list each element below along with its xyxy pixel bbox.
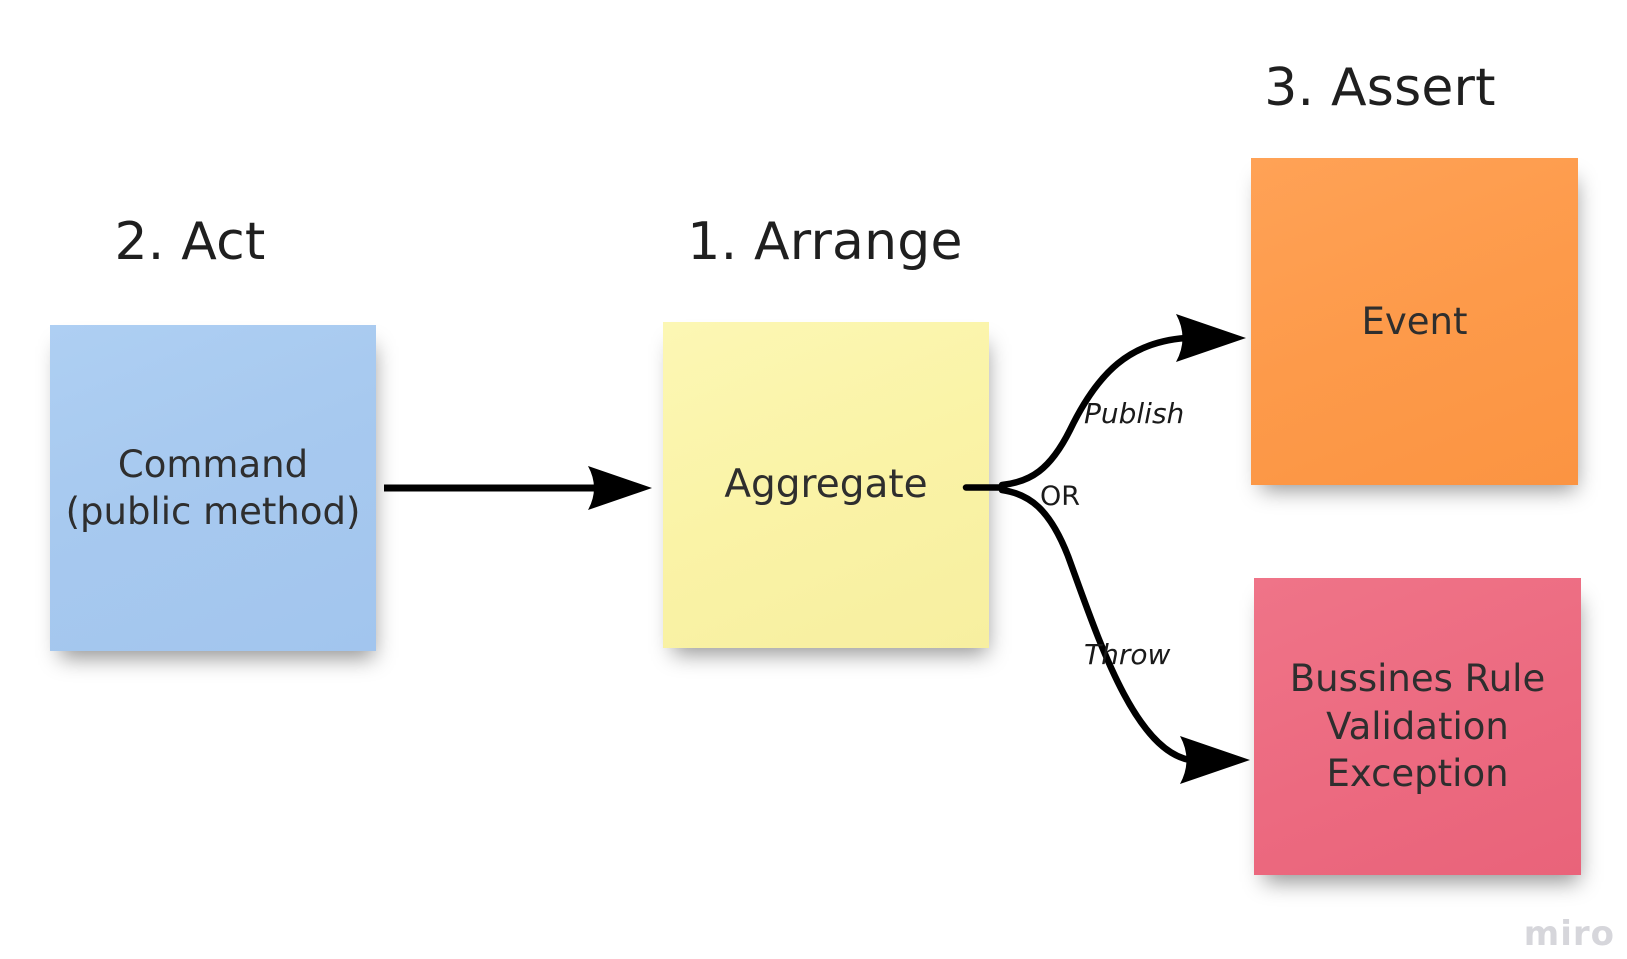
arrow-command-to-aggregate (384, 466, 652, 510)
sticky-note-command-label: Command (public method) (65, 442, 361, 533)
miro-watermark: miro (1523, 914, 1615, 954)
edge-label-throw: Throw (1084, 638, 1171, 671)
sticky-note-event[interactable]: Event (1251, 158, 1578, 485)
heading-act: 2. Act (114, 212, 266, 272)
arrow-aggregate-to-exception (998, 486, 1250, 784)
sticky-note-command[interactable]: Command (public method) (50, 325, 376, 651)
edge-label-publish: Publish (1084, 397, 1185, 430)
heading-assert: 3. Assert (1264, 58, 1496, 118)
heading-arrange: 1. Arrange (687, 212, 963, 272)
sticky-note-aggregate-label: Aggregate (724, 462, 928, 508)
sticky-note-event-label: Event (1361, 299, 1468, 343)
arrow-head-command-to-aggregate (588, 466, 652, 510)
arrow-head-throw (1180, 736, 1250, 784)
sticky-note-exception[interactable]: Bussines Rule Validation Exception (1254, 578, 1581, 875)
arrow-shaft-throw (998, 486, 1194, 764)
sticky-note-aggregate[interactable]: Aggregate (663, 322, 989, 648)
arrow-head-publish (1176, 314, 1246, 362)
sticky-note-exception-label: Bussines Rule Validation Exception (1289, 657, 1546, 796)
edge-label-or: OR (1040, 481, 1081, 512)
